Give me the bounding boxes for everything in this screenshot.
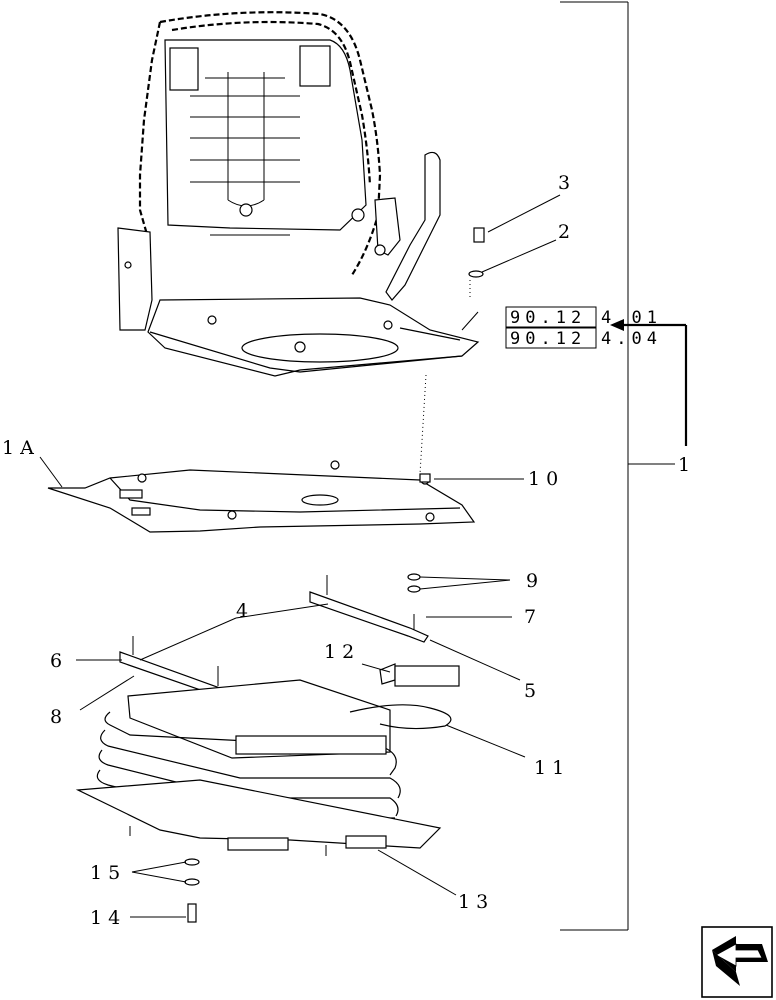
leader-lines <box>39 194 561 918</box>
callout-3: 3 <box>558 172 576 194</box>
callout-6: 6 <box>50 650 68 672</box>
assembly-bracket <box>560 1 675 931</box>
ref-box-2-right[interactable]: 4.04 <box>601 329 662 349</box>
callout-10: 10 <box>528 468 564 490</box>
ref-box-2-left[interactable]: 90.12 <box>510 329 586 349</box>
callout-13: 13 <box>458 891 494 913</box>
reference-boxes: 90.12 4.01 90.12 4.04 <box>505 306 662 349</box>
callout-14: 14 <box>90 907 126 929</box>
callout-7: 7 <box>524 606 542 628</box>
slide-plate <box>47 460 476 533</box>
callout-5: 5 <box>524 680 542 702</box>
callout-8: 8 <box>50 706 68 728</box>
callout-2: 2 <box>558 221 576 243</box>
seat-assembly <box>117 11 480 377</box>
callout-4: 4 <box>236 600 254 622</box>
ref-box-1-right[interactable]: 4.01 <box>601 308 662 328</box>
callout-11: 11 <box>534 757 570 779</box>
ref-box-1-left[interactable]: 90.12 <box>510 308 586 328</box>
previous-page-arrow-icon[interactable] <box>701 926 773 998</box>
callout-labels: 1 1A 2 3 4 5 6 7 8 9 10 11 12 13 14 15 <box>2 172 696 929</box>
callout-1: 1 <box>678 454 696 476</box>
suspension-base <box>75 663 460 856</box>
callout-1a: 1A <box>2 437 40 459</box>
callout-12: 12 <box>324 641 360 663</box>
hardware <box>184 227 485 923</box>
callout-9: 9 <box>526 570 544 592</box>
callout-15: 15 <box>90 862 126 884</box>
ref-arrow <box>461 311 688 446</box>
